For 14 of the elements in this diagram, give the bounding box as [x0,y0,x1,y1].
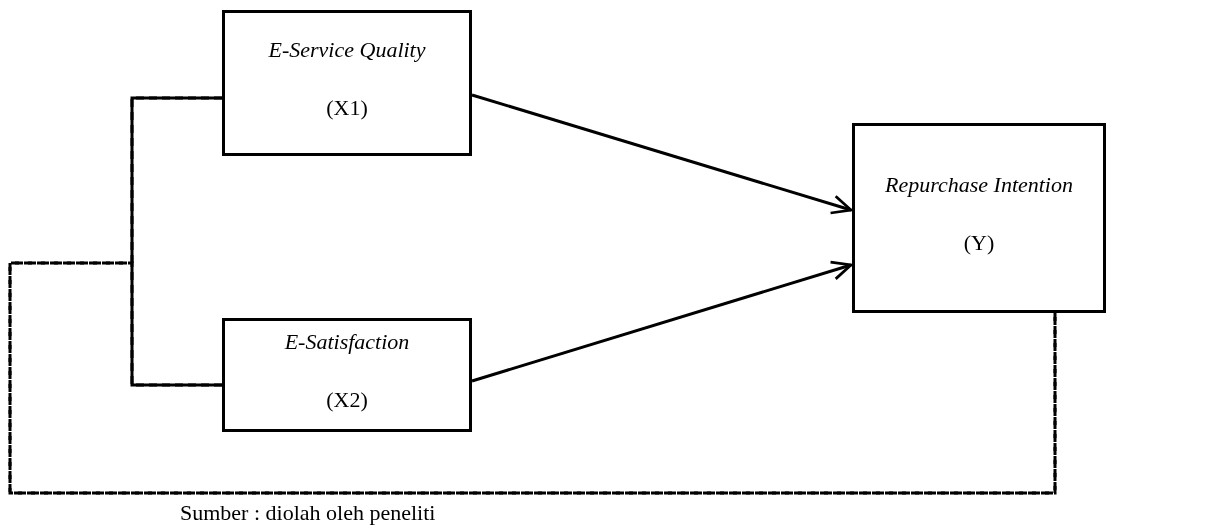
variable-code: (X2) [326,387,368,413]
variable-box [852,123,1106,313]
variable-name: E-Satisfaction [284,329,410,355]
dashed-connector [8,96,1057,495]
variable-name: Repurchase Intention [885,172,1073,198]
arrow [471,93,853,215]
variable-box [222,10,472,156]
variable-name: E-Service Quality [268,37,426,63]
variable-box [222,318,472,432]
source-note: Sumber : diolah oleh peneliti [180,500,436,526]
variable-code: (X1) [326,95,368,121]
arrow [471,260,853,383]
variable-code: (Y) [963,230,995,256]
dashed-connector [8,261,1057,495]
